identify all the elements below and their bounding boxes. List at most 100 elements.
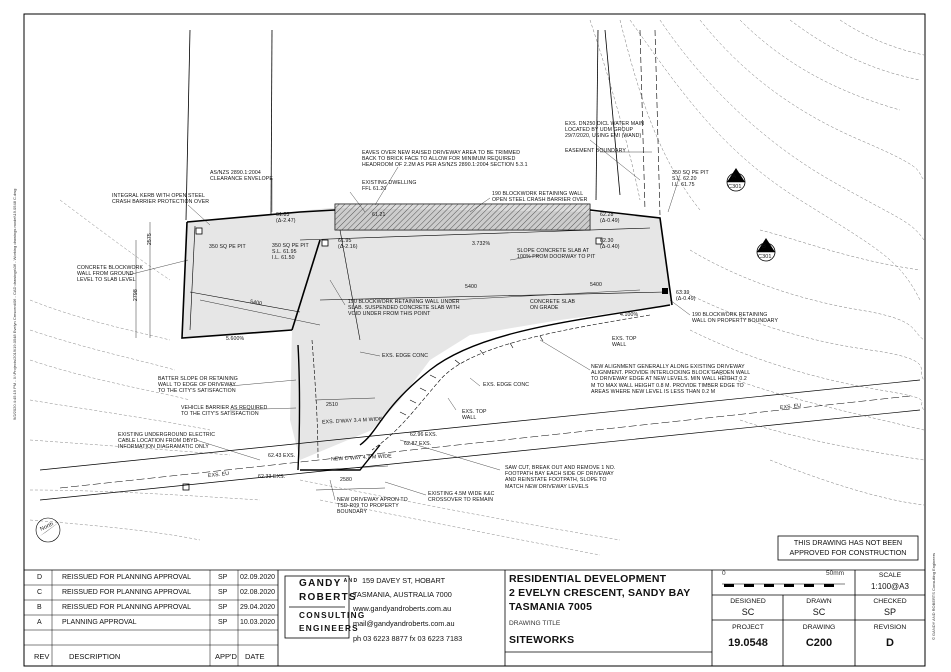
- revision-approver: SP: [218, 589, 228, 596]
- scale-bar-zero: 0: [722, 570, 726, 577]
- note-blockwall: CONCRETE BLOCKWORK WALL FROM GROUND LEVE…: [77, 265, 144, 284]
- revision-description: REISSUED FOR PLANNING APPROVAL: [62, 604, 192, 611]
- note-saw-cut: SAW CUT, BREAK OUT AND REMOVE 1 No. FOOT…: [505, 465, 616, 490]
- level-6230: 62.30 (Δ-0.40): [600, 238, 620, 251]
- revision-row: D REISSUED FOR PLANNING APPROVAL SP 02.0…: [25, 571, 278, 586]
- concrete-slab-area: [182, 208, 672, 460]
- contour-lines: [589, 19, 925, 506]
- firm-name-and: AND: [343, 578, 359, 584]
- scale-bar-length: 50mm: [826, 570, 845, 577]
- revision-letter: C: [37, 589, 43, 596]
- firm-phone: ph 03 6223 8877 fx 03 6223 7183: [353, 634, 463, 643]
- level-6296: 62.96 EXS.: [410, 432, 438, 438]
- revision-header-date: DATE: [245, 652, 265, 661]
- revision-header-rev: REV: [34, 652, 50, 661]
- note-exs-top-wall-1: EXS. TOP WALL: [612, 336, 637, 349]
- revision-description: REISSUED FOR PLANNING APPROVAL: [62, 589, 192, 596]
- checked-label: CHECKED: [873, 598, 907, 605]
- revision-letter: A: [37, 619, 42, 626]
- dim-2798: 2798: [132, 289, 139, 302]
- dim-2575: 2575: [146, 233, 153, 246]
- grade-5600: 5.600%: [226, 336, 245, 342]
- note-easement: EASEMENT BOUNDARY: [565, 148, 626, 154]
- level-6233: 62.33 EXS.: [258, 474, 286, 480]
- designed-value: SC: [741, 607, 755, 617]
- note-retaining-open: 190 BLOCKWORK RETAINING WALL OPEN STEEL …: [492, 191, 588, 204]
- revision-header: REV DESCRIPTION APP'D DATE: [25, 649, 278, 664]
- note-kerb: INTEGRAL KERB WITH OPEN STEEL CRASH BARR…: [112, 193, 210, 206]
- note-pit-mid: 350 SQ PE PIT S.L. 61.95 I.L. 61.50: [272, 243, 309, 262]
- note-water-main: EXS. DN250 DICL WATER MAIN LOCATED BY UD…: [565, 121, 645, 140]
- revision-letter: B: [37, 604, 42, 611]
- level-6183: 61.83 (Δ-2.47): [276, 212, 296, 225]
- drawing-number-value: C200: [805, 637, 833, 649]
- project-title-line3: TASMANIA 7005: [509, 601, 593, 613]
- revision-date: 02.08.2020: [240, 589, 276, 596]
- revision-label: REVISION: [873, 624, 907, 631]
- note-vehicle-barrier: VEHICLE BARRIER AS REQUIRED TO THE CITY'…: [181, 405, 268, 418]
- revision-description: PLANNING APPROVAL: [62, 619, 137, 626]
- revision-header-appd: APP'D: [215, 652, 237, 661]
- dim-5400-b: 5400: [465, 284, 477, 290]
- approval-warning-box: [777, 535, 919, 561]
- approval-warning-text: THIS DRAWING HAS NOT BEEN APPROVED FOR C…: [789, 538, 907, 557]
- note-exs-edge-conc-1: EXS. EDGE CONC: [382, 353, 429, 359]
- revision-approver: SP: [218, 619, 228, 626]
- checked-value: SP: [883, 607, 896, 617]
- note-retaining-boundary: 190 BLOCKWORK RETAINING WALL ON PROPERTY…: [692, 312, 778, 325]
- section-a-letter: A: [732, 174, 737, 180]
- revision-letter: D: [37, 574, 43, 581]
- firm-address-street: 159 DAVEY ST, HOBART: [362, 576, 446, 585]
- firm-name-roberts: ROBERTS: [299, 592, 357, 603]
- scale-bar: [722, 583, 845, 587]
- revision-value: D: [886, 637, 894, 649]
- drawing-number-label: DRAWING: [802, 624, 836, 631]
- section-b-ref: C301: [758, 254, 772, 260]
- note-exs-top-wall-2: EXS. TOP WALL: [462, 409, 487, 422]
- note-eaves: EAVES OVER NEW RAISED DRIVEWAY AREA TO B…: [362, 150, 528, 169]
- note-pit-left: 350 SQ PE PIT: [209, 244, 246, 250]
- dim-2510: 2510: [326, 402, 338, 408]
- scale-value: 1:100@A3: [871, 582, 909, 591]
- level-6121: 61.21: [372, 212, 386, 218]
- firm-email-link[interactable]: mail@gandyandroberts.com.au: [353, 619, 455, 628]
- revision-header-description: DESCRIPTION: [69, 652, 121, 661]
- north-arrow: [35, 517, 62, 543]
- revision-approver: SP: [218, 604, 228, 611]
- firm-website-link[interactable]: www.gandyandroberts.com.au: [353, 604, 452, 613]
- existing-dwelling: [334, 203, 591, 231]
- revision-date: 02.09.2020: [240, 574, 276, 581]
- drawing-title: SITEWORKS: [509, 634, 575, 646]
- drawn-label: DRAWN: [806, 598, 832, 605]
- firm-name-gandy: GANDY: [299, 578, 342, 589]
- revision-approver: SP: [218, 574, 228, 581]
- grade-4100: 4.100%: [620, 312, 639, 318]
- firm-tag-consulting: CONSULTING: [299, 611, 366, 620]
- scale-label: SCALE: [878, 572, 902, 579]
- firm-tag-engineers: ENGINEERS: [299, 624, 359, 633]
- note-pit-right: 350 SQ PE PIT S.L. 62.20 I.L. 61.75: [672, 170, 709, 189]
- note-retaining-under-slab: 190 BLOCKWORK RETAINING WALL UNDER SLAB.…: [348, 299, 460, 318]
- designed-label: DESIGNED: [730, 598, 766, 605]
- note-slab-on-grade: CONCRETE SLAB ON GRADE: [530, 299, 576, 312]
- revision-row: C REISSUED FOR PLANNING APPROVAL SP 02.0…: [25, 586, 278, 601]
- drawing-title-label: DRAWING TITLE: [509, 620, 561, 627]
- grade-3732: 3.732%: [472, 241, 491, 247]
- drawn-value: SC: [812, 607, 826, 617]
- copyright-stamp: © GANDY AND ROBERTS Consulting Engineers: [931, 552, 936, 640]
- note-crossover: EXISTING 4.5m WIDE K&C CROSSOVER TO REMA…: [428, 491, 495, 504]
- title-block-frame: [24, 569, 925, 666]
- firm-address-state: TASMANIA, AUSTRALIA 7000: [353, 590, 452, 599]
- project-title-line1: RESIDENTIAL DEVELOPMENT: [509, 573, 667, 585]
- note-existing-dwelling: EXISTING DWELLING FFL 61.20: [362, 180, 417, 193]
- revision-date: 29.04.2020: [240, 604, 276, 611]
- project-number-value: 19.0548: [728, 637, 768, 649]
- note-electric-cable: EXISTING UNDERGROUND ELECTRIC CABLE LOCA…: [118, 432, 216, 451]
- project-number-label: PROJECT: [732, 624, 764, 631]
- revision-date: 10.03.2020: [240, 619, 276, 626]
- section-marker-b: [756, 238, 776, 262]
- note-new-alignment: NEW ALIGNMENT GENERALLY ALONG EXISTING D…: [591, 364, 751, 395]
- note-exs-edge-conc-2: EXS. EDGE CONC: [483, 382, 530, 388]
